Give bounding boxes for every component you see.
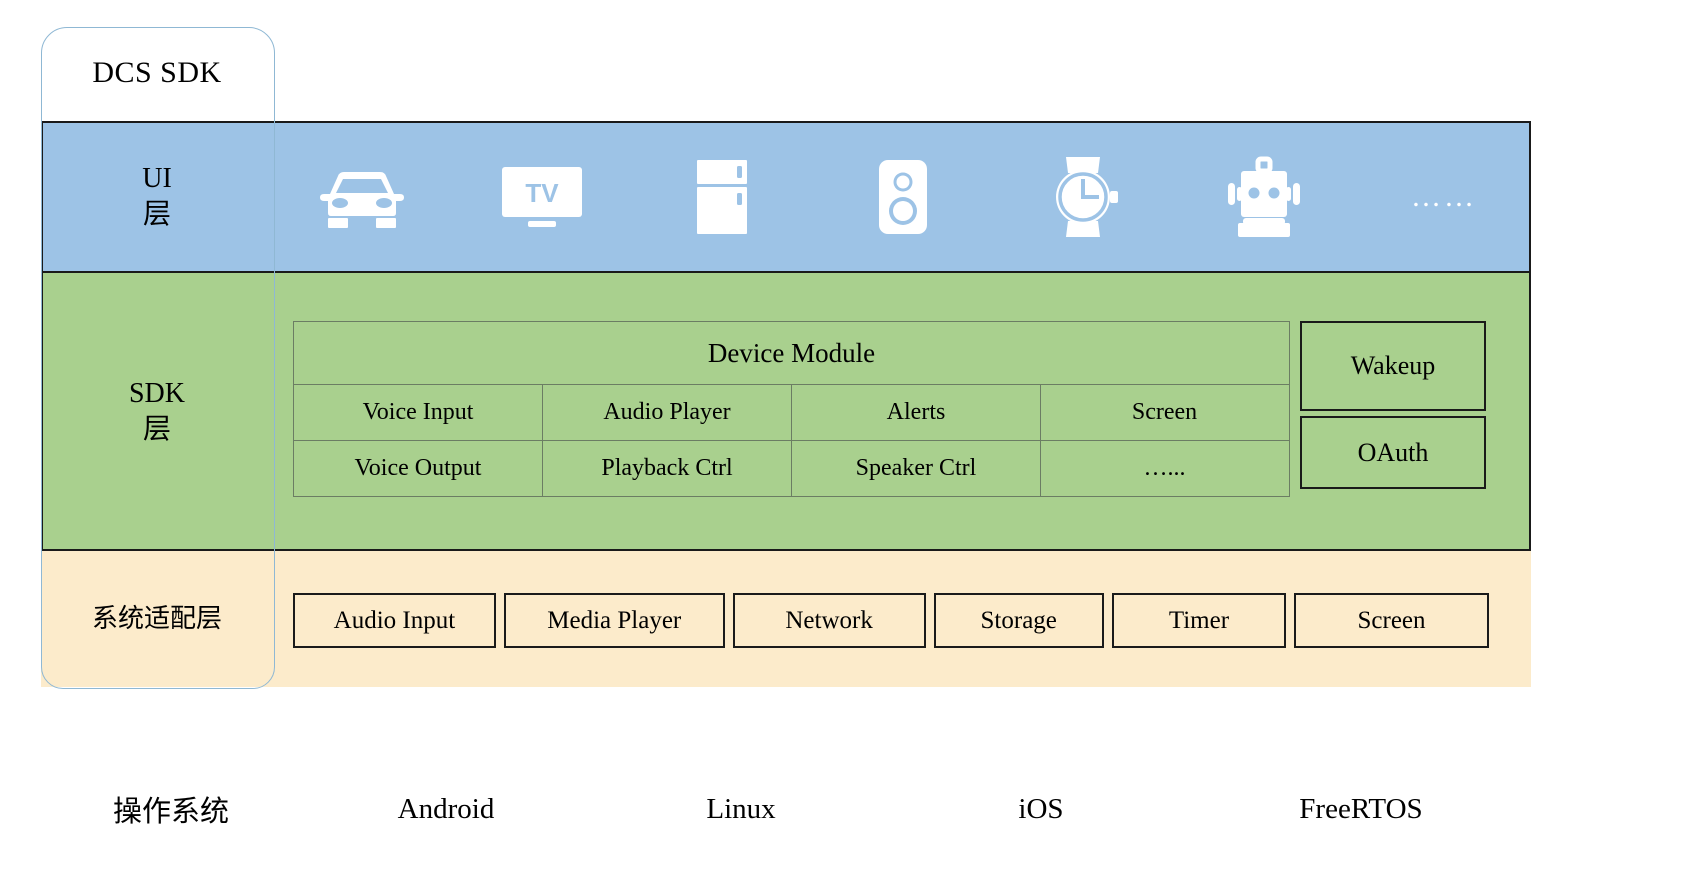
adaptation-module-audio-input[interactable]: Audio Input: [293, 593, 496, 648]
ui-layer-ellipsis: ……: [1410, 180, 1477, 213]
wakeup-module-box[interactable]: Wakeup: [1300, 321, 1486, 411]
device-module-cell[interactable]: Playback Ctrl: [543, 441, 792, 496]
sdk-side-modules: Wakeup OAuth: [1300, 321, 1486, 489]
ui-layer-label-line1: UI: [142, 163, 172, 195]
device-module-cell[interactable]: Voice Output: [294, 441, 543, 496]
oauth-module-box[interactable]: OAuth: [1300, 416, 1486, 489]
device-module-cell[interactable]: Screen: [1131, 399, 1198, 425]
refrigerator-icon: [671, 155, 775, 239]
device-module-cell[interactable]: Audio Player: [543, 385, 792, 440]
operating-system-row: 操作系统 Android Linux iOS FreeRTOS: [41, 778, 1531, 840]
adaptation-module-row: Audio Input Media Player Network Storage…: [293, 593, 1489, 648]
dcs-sdk-title: DCS SDK: [92, 56, 222, 89]
os-item-ios: iOS: [1018, 792, 1064, 825]
device-module-cell[interactable]: Speaker Ctrl: [792, 441, 1041, 496]
device-module-row: Voice Input Audio Player Alerts Screen: [294, 384, 1289, 440]
os-item-linux: Linux: [706, 792, 776, 825]
sdk-layer-label-line1: SDK: [128, 378, 185, 410]
adaptation-layer-band: [41, 551, 1531, 687]
device-module-cell[interactable]: Voice Input: [294, 385, 543, 440]
device-module-title: Device Module: [707, 337, 876, 368]
ui-layer-label-line2: 层: [142, 199, 171, 230]
watch-icon: [1031, 155, 1135, 239]
device-module-cell[interactable]: …...: [1143, 455, 1186, 481]
device-icon-strip: TV: [290, 133, 1520, 261]
sdk-layer-label: SDK 层: [41, 273, 273, 551]
sdk-layer-label-line2: 层: [142, 414, 171, 445]
os-item-freertos: FreeRTOS: [1299, 792, 1423, 825]
adaptation-module-media-player[interactable]: Media Player: [503, 593, 725, 648]
os-item-android: Android: [397, 792, 495, 825]
adaptation-module-timer[interactable]: Timer: [1111, 593, 1287, 648]
adaptation-module-network[interactable]: Network: [732, 593, 926, 648]
adaptation-layer-label-text: 系统适配层: [91, 604, 222, 634]
device-module-table: Device Module Voice Input Audio Player A…: [293, 321, 1290, 497]
sdk-layer-band: [41, 273, 1531, 551]
speaker-icon: [851, 155, 955, 239]
tv-icon: TV: [490, 155, 594, 239]
adaptation-module-storage[interactable]: Storage: [933, 593, 1104, 648]
ui-layer-label: UI 层: [41, 121, 273, 273]
adaptation-module-screen[interactable]: Screen: [1294, 593, 1489, 648]
robot-icon: [1212, 155, 1316, 239]
car-icon: [310, 155, 414, 239]
os-row-label: 操作系统: [112, 796, 229, 828]
adaptation-layer-label: 系统适配层: [41, 551, 273, 687]
device-module-cell[interactable]: Alerts: [792, 385, 1041, 440]
svg-text:TV: TV: [526, 178, 560, 208]
device-module-row: Voice Output Playback Ctrl Speaker Ctrl …: [294, 440, 1289, 496]
